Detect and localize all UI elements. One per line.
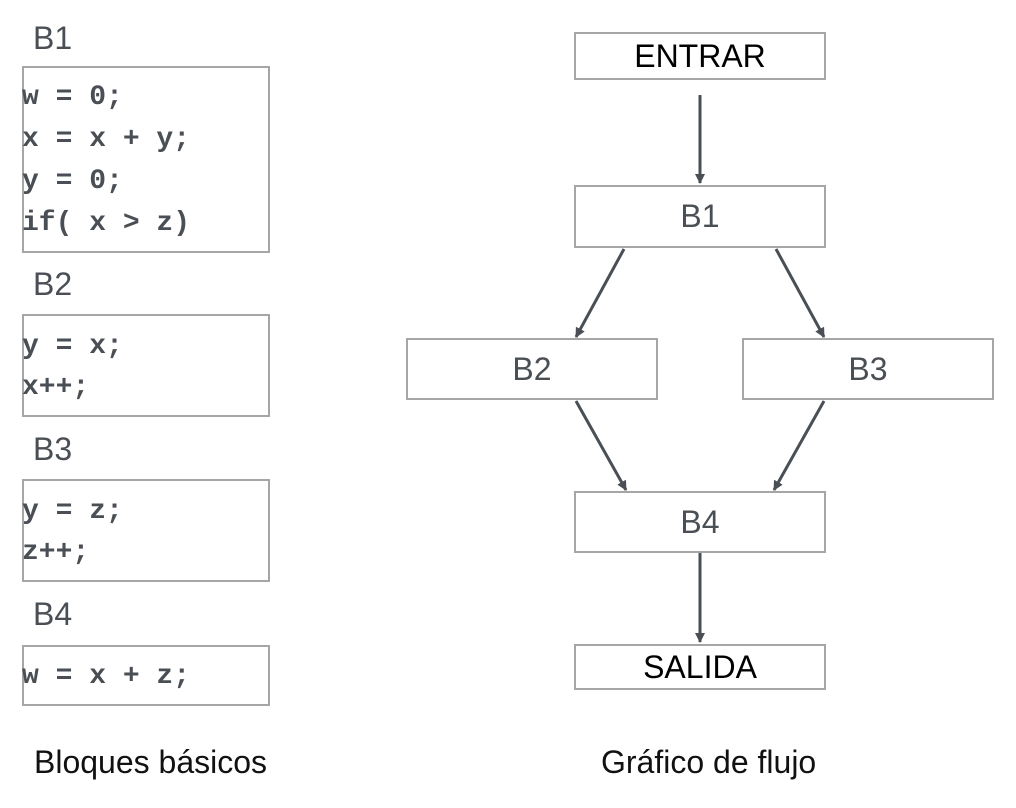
- code-line: y = z;: [22, 496, 123, 527]
- code-line: x = x + y;: [22, 124, 191, 155]
- block-label-b2: B2: [33, 266, 73, 302]
- edge-b1-b3: [774, 248, 826, 338]
- flow-graph-caption: Gráfico de flujo: [601, 744, 817, 780]
- basic-blocks-caption: Bloques básicos: [34, 744, 268, 780]
- node-entrar: ENTRAR: [574, 32, 826, 80]
- code-block-b3: [22, 479, 270, 582]
- node-salida: SALIDA: [574, 644, 826, 690]
- block-label-b1: B1: [33, 20, 73, 56]
- code-block-b2: [22, 314, 270, 417]
- edge-b3-b4: [772, 400, 826, 491]
- node-b1: B1: [574, 185, 826, 248]
- node-b4: B4: [574, 491, 826, 553]
- block-label-b3: B3: [33, 431, 73, 467]
- code-line: w = 0;: [22, 82, 123, 113]
- edge-b2-b4: [574, 400, 628, 491]
- block-label-b4: B4: [33, 596, 73, 632]
- code-line: x++;: [22, 372, 90, 403]
- node-b2: B2: [406, 338, 658, 400]
- code-block-b4: [22, 645, 270, 706]
- code-block-b1: [22, 66, 270, 253]
- node-b3: B3: [742, 338, 994, 400]
- code-line: w = x + z;: [22, 661, 191, 692]
- code-line: if( x > z): [22, 208, 191, 239]
- edge-b1-b2: [574, 248, 626, 338]
- code-line: z++;: [22, 537, 90, 568]
- code-line: y = x;: [22, 331, 123, 362]
- code-line: y = 0;: [22, 166, 123, 197]
